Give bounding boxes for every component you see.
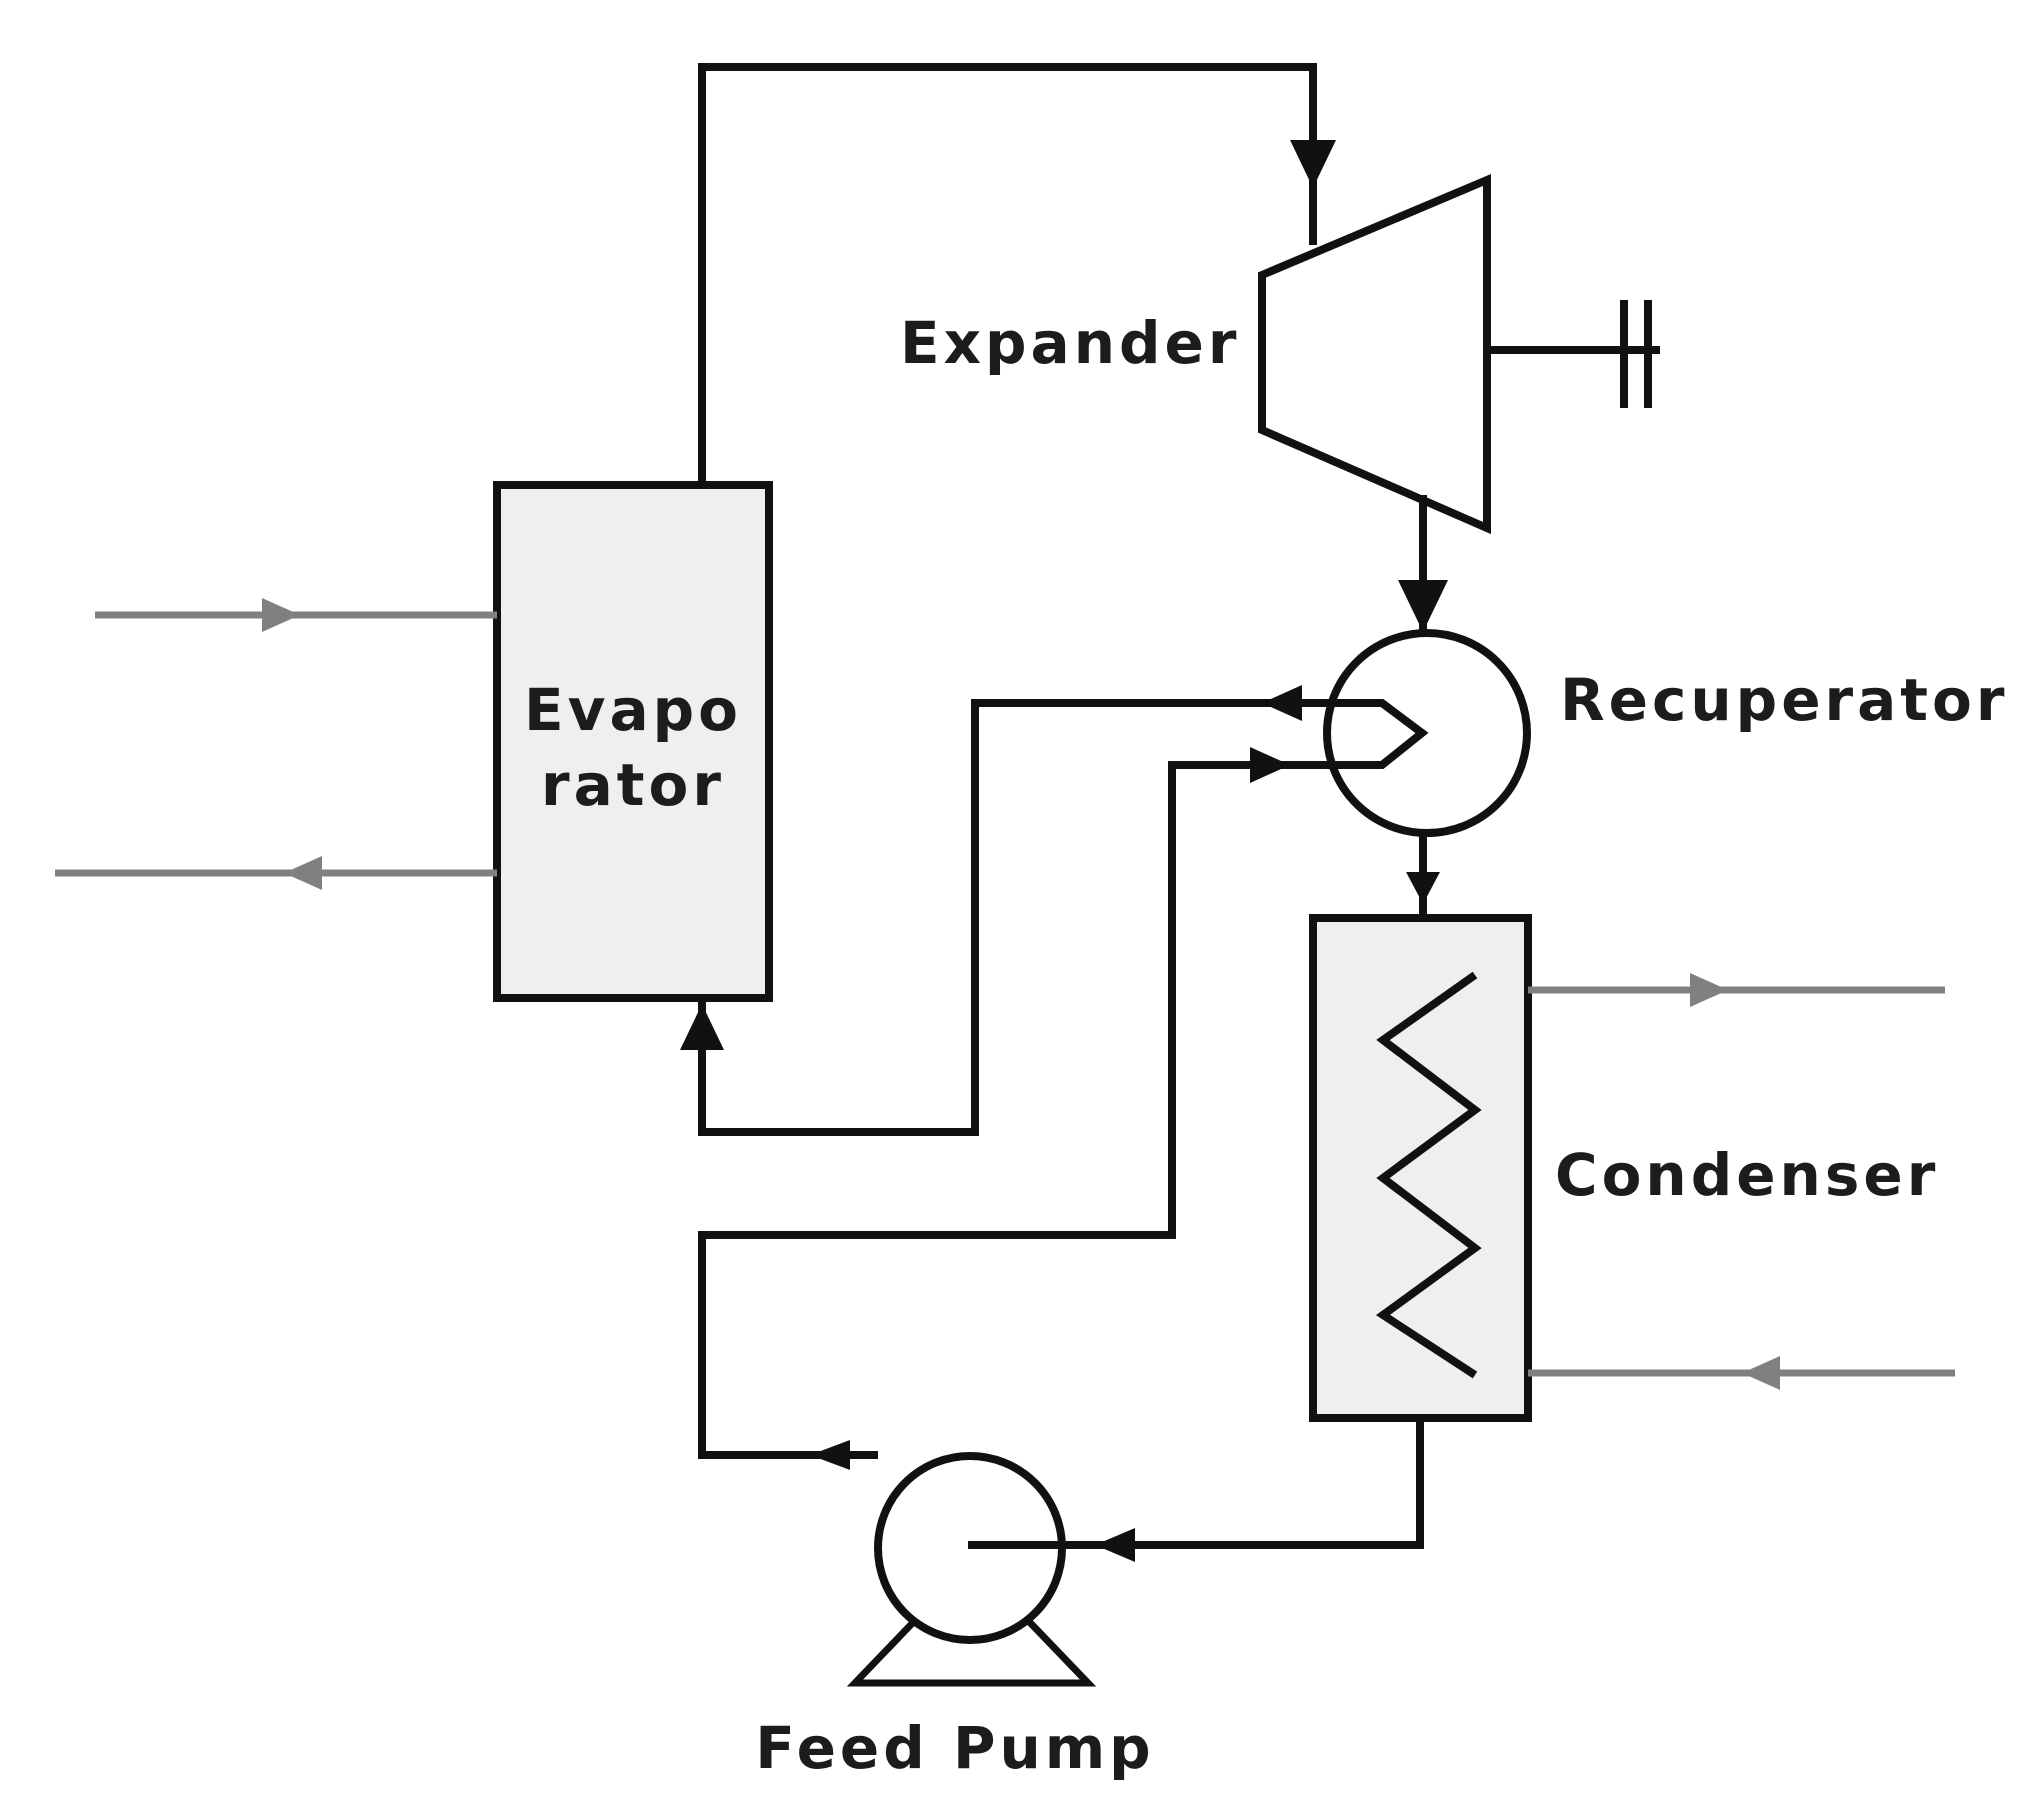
pump-outlet-arrow bbox=[810, 1440, 850, 1470]
evaporator: Evapo rator bbox=[493, 481, 773, 1002]
condenser-body bbox=[1309, 914, 1532, 1422]
condenser-to-pump-pipe bbox=[1070, 1418, 1424, 1549]
feed-pump: Feed Pump bbox=[755, 1452, 1154, 1782]
pump-to-recuperator-pipe bbox=[698, 761, 1325, 1459]
cooling-water-outlet-arrow bbox=[1690, 973, 1728, 1007]
cooling-water-inlet-arrow bbox=[1742, 1356, 1780, 1390]
evaporator-body bbox=[493, 481, 773, 1002]
heat-source-stream bbox=[55, 598, 497, 890]
condenser-inlet-arrow bbox=[1406, 872, 1440, 904]
feed-pump-label: Feed Pump bbox=[755, 1714, 1154, 1782]
recuperator-hot-inlet-arrow bbox=[1398, 580, 1448, 632]
condenser-label: Condenser bbox=[1555, 1141, 1939, 1209]
condenser-coil bbox=[1375, 971, 1482, 1379]
evaporator-label-line2: rator bbox=[541, 751, 725, 819]
condenser: Condenser bbox=[1309, 914, 1939, 1422]
expander: Expander bbox=[900, 173, 1660, 535]
recuperator-tube bbox=[1325, 699, 1429, 769]
pump-inlet-arrow bbox=[1095, 1528, 1135, 1562]
heat-source-outlet-arrow bbox=[284, 856, 322, 890]
recuperator-cold-inlet-arrow bbox=[1250, 747, 1290, 783]
expander-label: Expander bbox=[900, 309, 1240, 377]
recuperator: Recuperator bbox=[1323, 629, 2008, 837]
evaporator-to-expander-pipe bbox=[698, 63, 1317, 485]
cooling-water-stream bbox=[1528, 973, 1955, 1390]
recuperator-cold-outlet-arrow bbox=[1262, 685, 1302, 721]
recuperator-to-evaporator-pipe bbox=[698, 699, 1325, 1136]
evaporator-label-line1: Evapo bbox=[524, 676, 742, 744]
expander-inlet-arrow bbox=[1290, 140, 1336, 188]
expander-body bbox=[1258, 173, 1491, 535]
evaporator-inlet-arrow bbox=[680, 1004, 724, 1050]
heat-source-inlet-arrow bbox=[262, 598, 300, 632]
recuperator-label: Recuperator bbox=[1560, 666, 2008, 734]
